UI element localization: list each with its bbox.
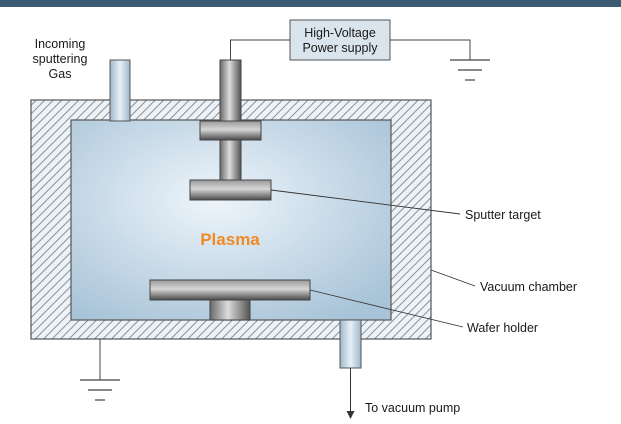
wafer-holder-leader — [309, 289, 464, 328]
gas-inlet-pipe — [109, 59, 131, 122]
ground-wire-right — [390, 39, 471, 60]
plasma-label: Plasma — [200, 230, 260, 249]
power-supply-box — [289, 19, 391, 61]
sputter-target — [189, 179, 272, 201]
power-supply-label-line1: High-Voltage — [304, 26, 376, 40]
cathode-flange — [199, 120, 262, 141]
ground-icon — [450, 59, 490, 81]
vacuum-chamber-label: Vacuum chamber — [480, 280, 577, 294]
vacuum-pump-label: To vacuum pump — [365, 401, 460, 415]
vacuum-outlet-pipe — [339, 319, 362, 369]
gas-inlet-label-line3: Gas — [49, 67, 72, 81]
gas-inlet-label-line2: sputtering — [33, 52, 88, 66]
ground-icon — [80, 379, 120, 401]
wafer-holder-label: Wafer holder — [467, 321, 538, 335]
sputter-target-leader — [270, 189, 461, 215]
gas-inlet-label-line1: Incoming — [35, 37, 86, 51]
wafer-holder — [149, 279, 311, 301]
top-bar — [0, 0, 621, 7]
vacuum-chamber-leader — [430, 269, 476, 287]
sputter-target-label: Sputter target — [465, 208, 541, 222]
cathode-wire — [230, 39, 290, 60]
power-supply-label-line2: Power supply — [302, 41, 378, 55]
wafer-holder-stem — [209, 299, 251, 321]
